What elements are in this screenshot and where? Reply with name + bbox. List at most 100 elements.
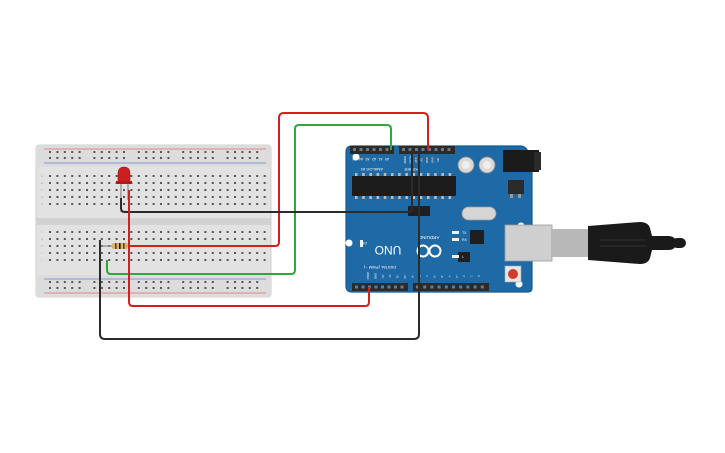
breadboard-hole[interactable]	[248, 281, 251, 283]
breadboard-hole[interactable]	[108, 238, 111, 240]
breadboard-hole[interactable]	[189, 196, 192, 198]
breadboard-hole[interactable]	[174, 175, 177, 177]
breadboard-hole[interactable]	[241, 259, 244, 261]
wire-black-gnd-top[interactable]	[120, 150, 413, 213]
breadboard-hole[interactable]	[263, 182, 266, 184]
breadboard-hole[interactable]	[145, 259, 148, 261]
wire-black-gnd-bottom[interactable]	[99, 150, 420, 340]
breadboard-hole[interactable]	[115, 259, 118, 261]
breadboard-hole[interactable]	[63, 287, 66, 289]
breadboard-hole[interactable]	[167, 231, 170, 233]
breadboard-hole[interactable]	[123, 287, 125, 289]
breadboard-hole[interactable]	[78, 281, 81, 283]
breadboard-hole[interactable]	[241, 196, 244, 198]
breadboard-hole[interactable]	[211, 157, 214, 159]
breadboard-hole[interactable]	[189, 157, 192, 159]
breadboard-hole[interactable]	[71, 287, 74, 289]
breadboard-hole[interactable]	[189, 252, 192, 254]
breadboard-hole[interactable]	[78, 189, 81, 191]
breadboard-hole[interactable]	[137, 151, 140, 153]
breadboard-hole[interactable]	[56, 252, 59, 254]
header-pin[interactable]	[408, 148, 412, 151]
breadboard-hole[interactable]	[182, 196, 185, 198]
breadboard-hole[interactable]	[100, 238, 103, 240]
breadboard-hole[interactable]	[204, 196, 207, 198]
breadboard-hole[interactable]	[174, 203, 177, 205]
breadboard-hole[interactable]	[197, 238, 199, 240]
breadboard-hole[interactable]	[123, 252, 125, 254]
breadboard-hole[interactable]	[211, 189, 214, 191]
breadboard-hole[interactable]	[248, 238, 251, 240]
breadboard-hole[interactable]	[152, 157, 155, 159]
wire-green-analog[interactable]	[106, 124, 392, 275]
breadboard-hole[interactable]	[123, 189, 125, 191]
breadboard-hole[interactable]	[189, 281, 192, 283]
breadboard-hole[interactable]	[86, 231, 88, 233]
breadboard-hole[interactable]	[137, 157, 140, 159]
breadboard-hole[interactable]	[204, 182, 207, 184]
breadboard-hole[interactable]	[93, 203, 96, 205]
breadboard-hole[interactable]	[226, 196, 229, 198]
breadboard-hole[interactable]	[63, 157, 66, 159]
breadboard-hole[interactable]	[211, 252, 214, 254]
breadboard-hole[interactable]	[123, 281, 125, 283]
breadboard-hole[interactable]	[49, 196, 51, 198]
breadboard-hole[interactable]	[71, 252, 74, 254]
header-pin[interactable]	[387, 285, 391, 289]
breadboard-hole[interactable]	[226, 252, 229, 254]
breadboard-hole[interactable]	[123, 231, 125, 233]
breadboard-hole[interactable]	[93, 238, 96, 240]
breadboard-hole[interactable]	[256, 189, 259, 191]
breadboard-hole[interactable]	[211, 259, 214, 261]
breadboard-hole[interactable]	[71, 151, 74, 153]
breadboard-hole[interactable]	[86, 252, 88, 254]
breadboard-hole[interactable]	[197, 252, 199, 254]
breadboard-hole[interactable]	[100, 175, 103, 177]
breadboard-hole[interactable]	[241, 231, 244, 233]
breadboard-hole[interactable]	[130, 259, 133, 261]
header-pin[interactable]	[434, 148, 438, 151]
breadboard-hole[interactable]	[145, 182, 148, 184]
breadboard-hole[interactable]	[56, 245, 59, 247]
breadboard-hole[interactable]	[63, 151, 66, 153]
breadboard-hole[interactable]	[123, 157, 125, 159]
breadboard-hole[interactable]	[100, 157, 103, 159]
breadboard-hole[interactable]	[256, 157, 259, 159]
breadboard-hole[interactable]	[263, 196, 266, 198]
breadboard-hole[interactable]	[145, 252, 148, 254]
breadboard-hole[interactable]	[108, 203, 111, 205]
header-pin[interactable]	[402, 148, 405, 151]
breadboard-hole[interactable]	[167, 287, 170, 289]
breadboard-hole[interactable]	[241, 238, 244, 240]
breadboard-hole[interactable]	[204, 252, 207, 254]
breadboard-hole[interactable]	[241, 252, 244, 254]
breadboard-hole[interactable]	[93, 157, 96, 159]
header-pin[interactable]	[400, 285, 404, 289]
breadboard-hole[interactable]	[241, 281, 244, 283]
breadboard-hole[interactable]	[234, 287, 236, 289]
breadboard-hole[interactable]	[182, 189, 185, 191]
breadboard-hole[interactable]	[226, 287, 229, 289]
breadboard-hole[interactable]	[167, 281, 170, 283]
breadboard-hole[interactable]	[160, 196, 162, 198]
breadboard-hole[interactable]	[145, 203, 148, 205]
breadboard-hole[interactable]	[100, 259, 103, 261]
breadboard-hole[interactable]	[248, 175, 251, 177]
breadboard-hole[interactable]	[86, 189, 88, 191]
breadboard-hole[interactable]	[211, 238, 214, 240]
breadboard-hole[interactable]	[197, 189, 199, 191]
breadboard-hole[interactable]	[108, 196, 111, 198]
breadboard-hole[interactable]	[256, 287, 259, 289]
breadboard-hole[interactable]	[56, 287, 59, 289]
breadboard-hole[interactable]	[219, 238, 222, 240]
breadboard-hole[interactable]	[93, 175, 96, 177]
breadboard-hole[interactable]	[160, 231, 162, 233]
breadboard-hole[interactable]	[219, 231, 222, 233]
breadboard-hole[interactable]	[234, 182, 236, 184]
breadboard-hole[interactable]	[256, 151, 259, 153]
breadboard-hole[interactable]	[160, 238, 162, 240]
breadboard-hole[interactable]	[108, 189, 111, 191]
breadboard-hole[interactable]	[145, 151, 148, 153]
breadboard-hole[interactable]	[152, 196, 155, 198]
breadboard-hole[interactable]	[182, 157, 185, 159]
